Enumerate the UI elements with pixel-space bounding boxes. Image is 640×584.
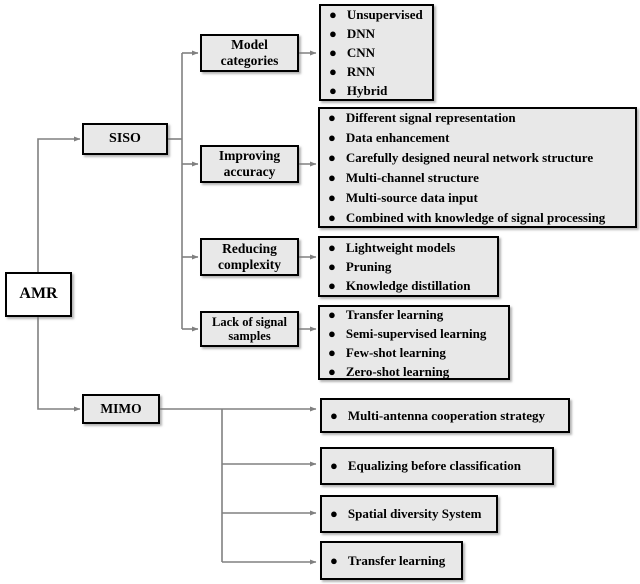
edge-amr-to-mimo xyxy=(37,317,81,412)
list-item-label: Spatial diversity System xyxy=(347,506,482,521)
list-item: ● Equalizing before classification xyxy=(330,458,546,474)
list-item-label: Unsupervised xyxy=(346,7,423,22)
list-item: ● Hybrid xyxy=(329,81,426,100)
bullet-icon: ● xyxy=(328,209,336,225)
bullet-icon: ● xyxy=(329,26,337,41)
list-item-label: Transfer learning xyxy=(345,306,444,322)
list-item-label: Multi-channel structure xyxy=(345,169,479,185)
list-reducing-complexity-items: ● Lightweight models ● Pruning ● Knowledge di… xyxy=(328,238,491,295)
node-siso[interactable]: SISO xyxy=(82,123,168,155)
list-item-label: RNN xyxy=(346,64,376,79)
list-item-label: DNN xyxy=(346,26,376,41)
bullet-icon: ● xyxy=(330,506,338,521)
bullet-icon: ● xyxy=(329,7,337,22)
list-item: ● Lightweight models xyxy=(328,238,491,257)
list-item: ● Semi-supervised learning xyxy=(328,324,502,343)
list-item: ● Carefully designed neural network struc… xyxy=(328,148,629,168)
list-model-categories: ● Unsupervised ● DNN ● CNN ● RNN ● Hybrid xyxy=(319,4,434,101)
list-item-label: Pruning xyxy=(345,259,392,274)
bullet-icon: ● xyxy=(328,129,336,145)
bullet-icon: ● xyxy=(329,83,337,98)
list-item-label: Multi-antenna cooperation strategy xyxy=(347,407,545,423)
list-item: ● Different signal representation xyxy=(328,108,629,128)
list-item-label: Combined with knowledge of signal proces… xyxy=(345,209,606,225)
leaf-1-items: ● Multi-antenna cooperation strategy xyxy=(330,408,562,424)
bullet-icon: ● xyxy=(328,344,336,360)
bullet-icon: ● xyxy=(328,325,336,341)
list-item-label: Carefully designed neural network struct… xyxy=(345,149,594,165)
bullet-icon: ● xyxy=(329,64,337,79)
list-model-categories-items: ● Unsupervised ● DNN ● CNN ● RNN ● Hybrid xyxy=(329,5,426,100)
leaf-4-items: ● Transfer learning xyxy=(330,553,455,569)
bullet-icon: ● xyxy=(330,552,338,568)
bullet-icon: ● xyxy=(328,259,336,274)
node-mimo-label: MIMO xyxy=(100,401,142,417)
bullet-icon: ● xyxy=(328,169,336,185)
list-reducing-complexity: ● Lightweight models ● Pruning ● Knowledge di… xyxy=(318,236,499,297)
list-item: ● Multi-channel structure xyxy=(328,168,629,188)
list-item: ● Transfer learning xyxy=(330,553,455,569)
node-amr[interactable]: AMR xyxy=(5,272,72,317)
list-item: ● Spatial diversity System xyxy=(330,506,490,522)
node-reducing-complexity-label: Reducing complexity xyxy=(218,241,281,272)
bullet-icon: ● xyxy=(328,189,336,205)
bullet-icon: ● xyxy=(330,458,338,473)
list-item: ● CNN xyxy=(329,43,426,62)
leaf-3-items: ● Spatial diversity System xyxy=(330,506,490,522)
list-item-label: Different signal representation xyxy=(345,109,516,125)
bullet-icon: ● xyxy=(329,45,337,60)
node-improving-accuracy-label: Improving accuracy xyxy=(218,148,281,179)
list-item: ● RNN xyxy=(329,62,426,81)
list-item-label: Zero-shot learning xyxy=(345,363,450,379)
list-item-label: Multi-source data input xyxy=(345,189,478,205)
list-item-label: Equalizing before classification xyxy=(347,458,521,473)
list-item-label: Data enhancement xyxy=(345,129,450,145)
list-item: ● Zero-shot learning xyxy=(328,362,502,381)
node-amr-label: AMR xyxy=(19,285,58,303)
list-item-label: Semi-supervised learning xyxy=(345,325,487,341)
list-item: ● Unsupervised xyxy=(329,5,426,24)
node-reducing-complexity[interactable]: Reducing complexity xyxy=(200,238,299,276)
list-improving-accuracy-items: ● Different signal representation ● Data en… xyxy=(328,108,629,228)
list-item: ● Multi-source data input xyxy=(328,188,629,208)
leaf-multi-antenna-cooperation-strategy: ● Multi-antenna cooperation strategy xyxy=(320,398,570,433)
list-item: ● Few-shot learning xyxy=(328,343,502,362)
bullet-icon: ● xyxy=(328,240,336,255)
node-model-categories-label: Model categories xyxy=(220,37,279,68)
list-item-label: Lightweight models xyxy=(345,240,456,255)
list-lack-of-signal-samples-items: ● Transfer learning ● Semi-supervised learn… xyxy=(328,305,502,381)
list-item-label: Knowledge distillation xyxy=(345,278,471,293)
list-lack-of-signal-samples: ● Transfer learning ● Semi-supervised learn… xyxy=(318,305,510,380)
list-item-label: Hybrid xyxy=(346,83,388,98)
node-siso-label: SISO xyxy=(109,130,141,146)
node-lack-of-signal-samples[interactable]: Lack of signal samples xyxy=(200,311,299,347)
list-improving-accuracy: ● Different signal representation ● Data en… xyxy=(318,107,637,228)
list-item-label: CNN xyxy=(346,45,376,60)
list-item: ● Multi-antenna cooperation strategy xyxy=(330,408,562,424)
list-item: ● Transfer learning xyxy=(328,305,502,324)
list-item-label: Transfer learning xyxy=(347,552,446,568)
leaf-2-items: ● Equalizing before classification xyxy=(330,458,546,474)
list-item-label: Few-shot learning xyxy=(345,344,446,360)
edge-amr-to-siso xyxy=(37,136,81,272)
leaf-spatial-diversity-system: ● Spatial diversity System xyxy=(320,495,498,533)
node-lack-of-signal-samples-label: Lack of signal samples xyxy=(211,314,287,343)
list-item: ● DNN xyxy=(329,24,426,43)
bullet-icon: ● xyxy=(328,278,336,293)
node-model-categories[interactable]: Model categories xyxy=(200,34,299,72)
list-item: ● Combined with knowledge of signal proce… xyxy=(328,208,629,228)
leaf-transfer-learning: ● Transfer learning xyxy=(320,541,463,580)
bullet-icon: ● xyxy=(328,149,336,165)
list-item: ● Data enhancement xyxy=(328,128,629,148)
list-item: ● Knowledge distillation xyxy=(328,276,491,295)
node-mimo[interactable]: MIMO xyxy=(82,394,160,424)
leaf-equalizing-before-classification: ● Equalizing before classification xyxy=(320,447,554,485)
bullet-icon: ● xyxy=(328,363,336,379)
list-item: ● Pruning xyxy=(328,257,491,276)
bullet-icon: ● xyxy=(328,306,336,322)
node-improving-accuracy[interactable]: Improving accuracy xyxy=(200,145,299,183)
bullet-icon: ● xyxy=(330,407,338,423)
bullet-icon: ● xyxy=(328,109,336,125)
